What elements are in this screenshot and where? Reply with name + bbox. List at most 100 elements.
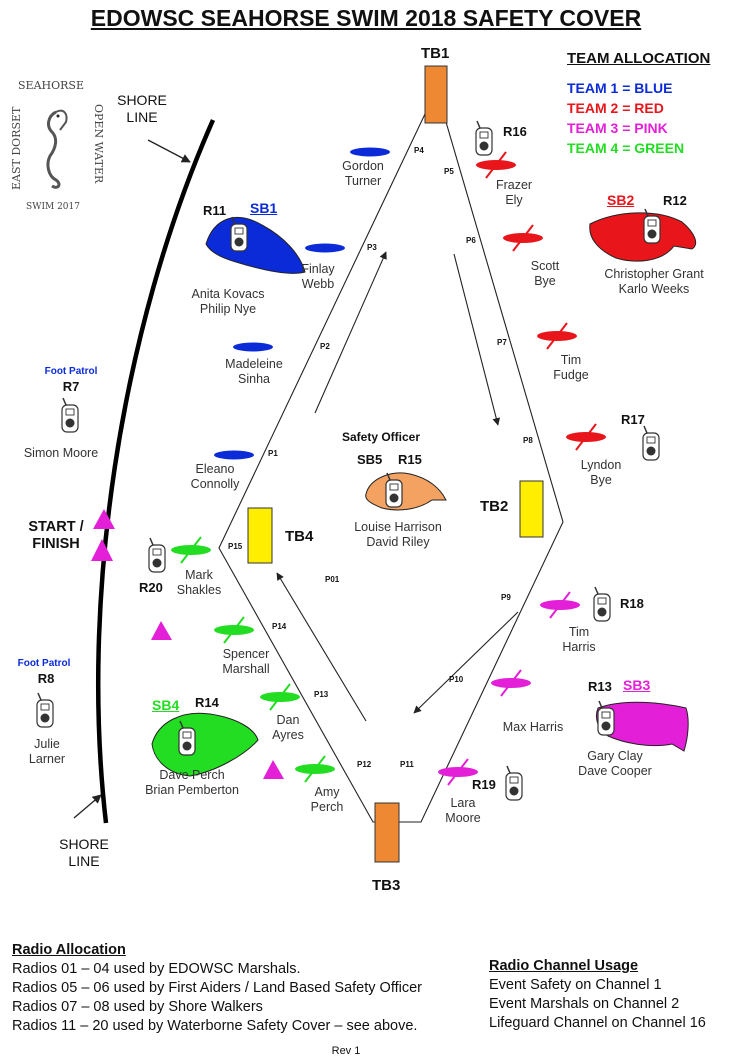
radio-r18-icon (593, 586, 611, 622)
radio-r8-label: R8 (37, 671, 55, 686)
radio-allocation-line: Radios 01 – 04 used by EDOWSC Marshals. (12, 961, 301, 977)
radio-r16-icon (475, 120, 493, 156)
tb2-buoy (519, 480, 544, 538)
sb4-boat (151, 712, 259, 777)
radio-r13-label: R13 (588, 679, 612, 694)
radio-channel-heading: Radio Channel Usage (489, 958, 639, 974)
radio-r20-icon (148, 537, 166, 573)
legend-item-team-2: TEAM 2 = RED (567, 100, 664, 116)
radio-r14-label: R14 (195, 695, 219, 710)
logo-bottom-text: SWIM 2017 (26, 202, 80, 212)
logo-right-text: OPEN WATER (92, 104, 105, 184)
tb1-label: TB1 (421, 45, 450, 62)
shore-line (96, 119, 216, 824)
radio-allocation-line: Radios 05 – 06 used by First Aiders / La… (12, 980, 422, 996)
course-point-p13: P13 (314, 690, 329, 699)
radio-r12-label: R12 (663, 193, 687, 208)
radio-r17-icon (642, 425, 660, 461)
direction-arrow-2 (453, 253, 501, 426)
red-kayak-scott (503, 224, 543, 252)
legend-item-team-1: TEAM 1 = BLUE (567, 80, 673, 96)
direction-arrow-4 (276, 572, 367, 722)
sb2-label: SB2 (607, 192, 635, 208)
tb3-buoy (374, 802, 400, 863)
course-point-p1: P1 (268, 449, 278, 458)
tb2-label: TB2 (480, 498, 509, 515)
radio-allocation-line: Radios 07 – 08 used by Shore Walkers (12, 999, 263, 1015)
radio-r16-label: R16 (503, 124, 527, 139)
shore-pointer-upper (147, 139, 191, 163)
green-kayak-dan (260, 683, 300, 711)
course-point-p5: P5 (444, 167, 454, 176)
radio-r7-label: R7 (62, 379, 80, 394)
course-point-p3: P3 (367, 243, 377, 252)
start-finish-label: START /FINISH (28, 519, 84, 553)
tb1-buoy (424, 65, 448, 124)
radio-channel-line: Lifeguard Channel on Channel 16 (489, 1015, 706, 1031)
logo-left-text: EAST DORSET (10, 106, 23, 190)
page-title: EDOWSC SEAHORSE SWIM 2018 SAFETY COVER (90, 5, 642, 31)
sb5-boat (365, 472, 447, 511)
sb1-boat (205, 216, 306, 274)
revision-label: Rev 1 (331, 1045, 361, 1057)
red-kayak-frazer (476, 151, 516, 179)
pink-kayak-tim (540, 591, 580, 619)
start-finish-marker-2 (91, 539, 113, 561)
logo-top-text: SEAHORSE (18, 79, 84, 92)
direction-arrow-3 (413, 611, 519, 714)
green-kayak-amy (295, 755, 335, 783)
seahorse-icon (46, 109, 68, 189)
pink-kayak-max (491, 669, 531, 697)
radio-r11-label: R11 (203, 203, 227, 218)
green-kayak-mark (171, 536, 211, 564)
radio-r17-label: R17 (621, 412, 645, 427)
course-point-p2: P2 (320, 342, 330, 351)
course-point-p10: P10 (449, 675, 464, 684)
radio-channel-line: Event Marshals on Channel 2 (489, 996, 680, 1012)
red-kayak-lyndon (566, 423, 606, 451)
foot-patrol-1-name: Simon Moore (23, 446, 99, 460)
course-point-p01: P01 (325, 575, 340, 584)
pink-marker-4 (263, 760, 284, 779)
safety-officer-heading: Safety Officer (342, 430, 421, 444)
course-outline (218, 113, 564, 823)
kayaker-max-harris: Max Harris (502, 720, 564, 734)
radio-r19-label: R19 (472, 777, 496, 792)
radio-allocation-line: Radios 11 – 20 used by Waterborne Safety… (12, 1018, 418, 1034)
pink-marker-3 (151, 621, 172, 640)
foot-patrol-1-heading: Foot Patrol (44, 366, 98, 377)
sb3-label: SB3 (623, 677, 651, 693)
radio-r7-icon (61, 397, 79, 433)
sb4-label: SB4 (152, 697, 180, 713)
blue-kayak-gordon (350, 147, 390, 157)
legend-item-team-4: TEAM 4 = GREEN (567, 140, 685, 156)
sb2-boat (589, 212, 697, 262)
green-kayak-spencer (214, 616, 254, 644)
course-point-p11: P11 (400, 760, 414, 769)
tb4-label: TB4 (285, 528, 314, 545)
sb1-label: SB1 (250, 200, 278, 216)
foot-patrol-2-heading: Foot Patrol (17, 658, 71, 669)
course-point-p9: P9 (501, 593, 511, 602)
radio-channel-line: Event Safety on Channel 1 (489, 977, 662, 993)
radio-r15-label: R15 (398, 452, 422, 467)
course-point-p7: P7 (497, 338, 507, 347)
radio-r18-label: R18 (620, 596, 644, 611)
